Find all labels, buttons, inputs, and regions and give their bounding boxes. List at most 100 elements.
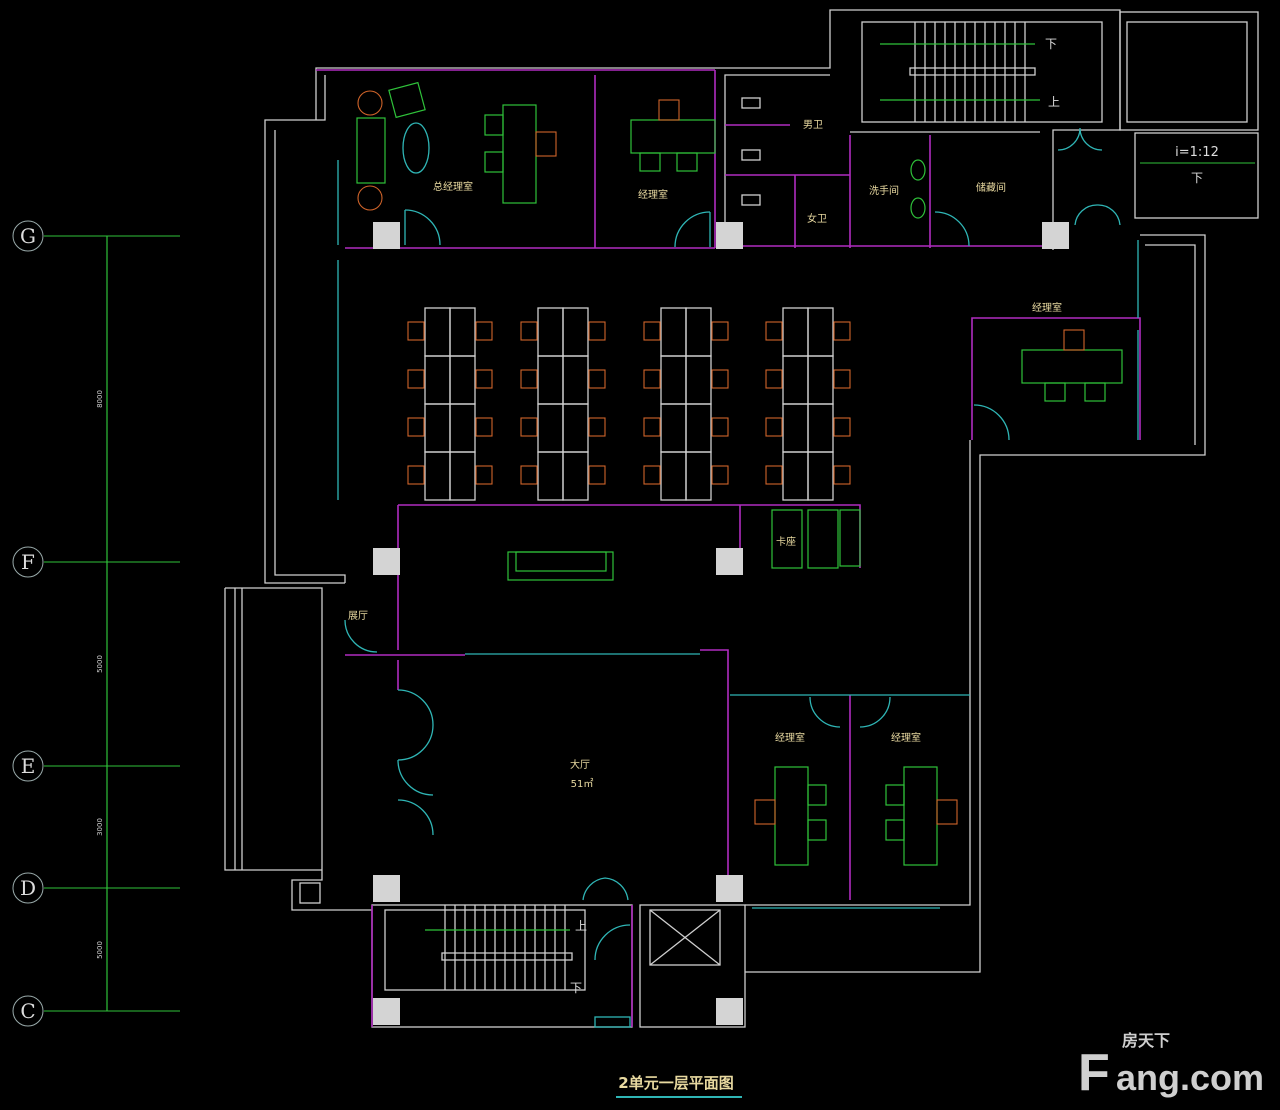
chair — [588, 369, 606, 389]
workstation-desk — [449, 307, 476, 357]
chair — [711, 465, 729, 485]
chair — [520, 417, 538, 437]
room-label-washroom: 洗手间 — [869, 184, 899, 197]
room-label-manager: 经理室 — [638, 188, 668, 201]
plant-icon — [357, 185, 383, 211]
workstation-desk — [807, 307, 834, 357]
workstation-desk — [685, 403, 712, 453]
dimension-label: 3000 — [96, 818, 104, 836]
chair — [711, 369, 729, 389]
stair-down-label: 下 — [1045, 37, 1057, 51]
chair — [520, 321, 538, 341]
desk — [774, 766, 809, 866]
room-label-mens-wc: 男卫 — [803, 119, 823, 131]
workstation-desk — [807, 355, 834, 405]
workstation-desk — [782, 403, 809, 453]
watermark-cn: 房天下 — [1122, 1031, 1170, 1050]
axis-label: E — [21, 754, 36, 778]
chair — [475, 465, 493, 485]
stairs-top — [861, 21, 1103, 123]
room-label-womens-wc: 女卫 — [807, 212, 827, 225]
chair — [475, 369, 493, 389]
room-label-manager: 经理室 — [891, 731, 921, 744]
coffee-table — [402, 122, 430, 174]
room-label-gm-office: 总经理室 — [433, 180, 473, 193]
axis-F: F — [12, 546, 180, 578]
room-label-exhibition: 展厅 — [348, 610, 368, 622]
chair — [588, 465, 606, 485]
watermark-logo: F ang.com 房天下 — [1078, 1031, 1264, 1102]
stair-up-label: 上 — [1048, 95, 1060, 109]
stairs-bottom — [384, 905, 631, 1028]
stair-down-label: 下 — [570, 981, 582, 995]
plant-icon — [357, 90, 383, 116]
workstation-desk — [782, 451, 809, 501]
ramp-slope-label: i=1:12 — [1175, 145, 1219, 160]
furniture — [356, 81, 1123, 866]
chair — [520, 369, 538, 389]
chair — [833, 321, 851, 341]
axis-label: C — [20, 999, 35, 1023]
axis-G: G — [12, 220, 180, 252]
stair-up-label: 上 — [575, 919, 587, 933]
sofa — [356, 117, 386, 184]
doors — [344, 127, 1121, 961]
workstation-desk — [660, 451, 687, 501]
chair — [407, 465, 425, 485]
room-label-lobby-area: 51㎡ — [571, 778, 594, 790]
workstation-desk — [807, 451, 834, 501]
chair — [643, 321, 661, 341]
threshold — [594, 1016, 631, 1028]
workstation-desk — [537, 307, 564, 357]
workstation-desk — [562, 307, 589, 357]
workstation-desk — [685, 355, 712, 405]
watermark-ang: ang.com — [1116, 1057, 1264, 1098]
chair — [643, 465, 661, 485]
stair-handrail — [441, 952, 573, 961]
workstation-desk — [424, 355, 451, 405]
workstation-desk — [449, 403, 476, 453]
axis-C: C — [12, 995, 180, 1027]
chair — [588, 417, 606, 437]
watermark-f: F — [1078, 1044, 1110, 1102]
axis-E: E — [12, 750, 180, 782]
chair — [407, 321, 425, 341]
chair — [833, 417, 851, 437]
dimension-label: 8000 — [96, 390, 104, 408]
axis-grid: G F E D C 8000 5000 3000 5000 — [12, 220, 180, 1027]
workstation-desk — [685, 307, 712, 357]
chair — [407, 369, 425, 389]
workstation-desk — [782, 355, 809, 405]
desk — [1021, 349, 1123, 384]
workstation-desk — [562, 355, 589, 405]
chair — [765, 417, 783, 437]
chair — [475, 321, 493, 341]
chair — [711, 417, 729, 437]
chair — [643, 417, 661, 437]
workstation-desk — [660, 403, 687, 453]
axis-label: G — [20, 224, 36, 248]
chair — [475, 417, 493, 437]
workstation-desk — [424, 403, 451, 453]
chair — [765, 369, 783, 389]
chair — [765, 465, 783, 485]
axis-D: D — [12, 872, 180, 904]
shelf — [839, 509, 861, 567]
room-labels: 总经理室 经理室 男卫 女卫 洗手间 储藏间 经理室 卡座 展厅 大厅 51㎡ … — [348, 37, 1219, 995]
room-label-manager: 经理室 — [1032, 301, 1062, 314]
workstation-desk — [537, 355, 564, 405]
room-label-booth: 卡座 — [776, 535, 796, 548]
workstation-desk — [562, 451, 589, 501]
exterior-walls — [224, 9, 1259, 1028]
chair — [711, 321, 729, 341]
workstation-desk — [449, 355, 476, 405]
room-label-lobby: 大厅 — [570, 758, 590, 771]
workstation-desk — [660, 355, 687, 405]
booth — [771, 509, 803, 569]
reception-desk — [507, 551, 614, 581]
axis-label: D — [20, 876, 36, 900]
chair — [765, 321, 783, 341]
workstation-desk — [562, 403, 589, 453]
chair — [407, 417, 425, 437]
